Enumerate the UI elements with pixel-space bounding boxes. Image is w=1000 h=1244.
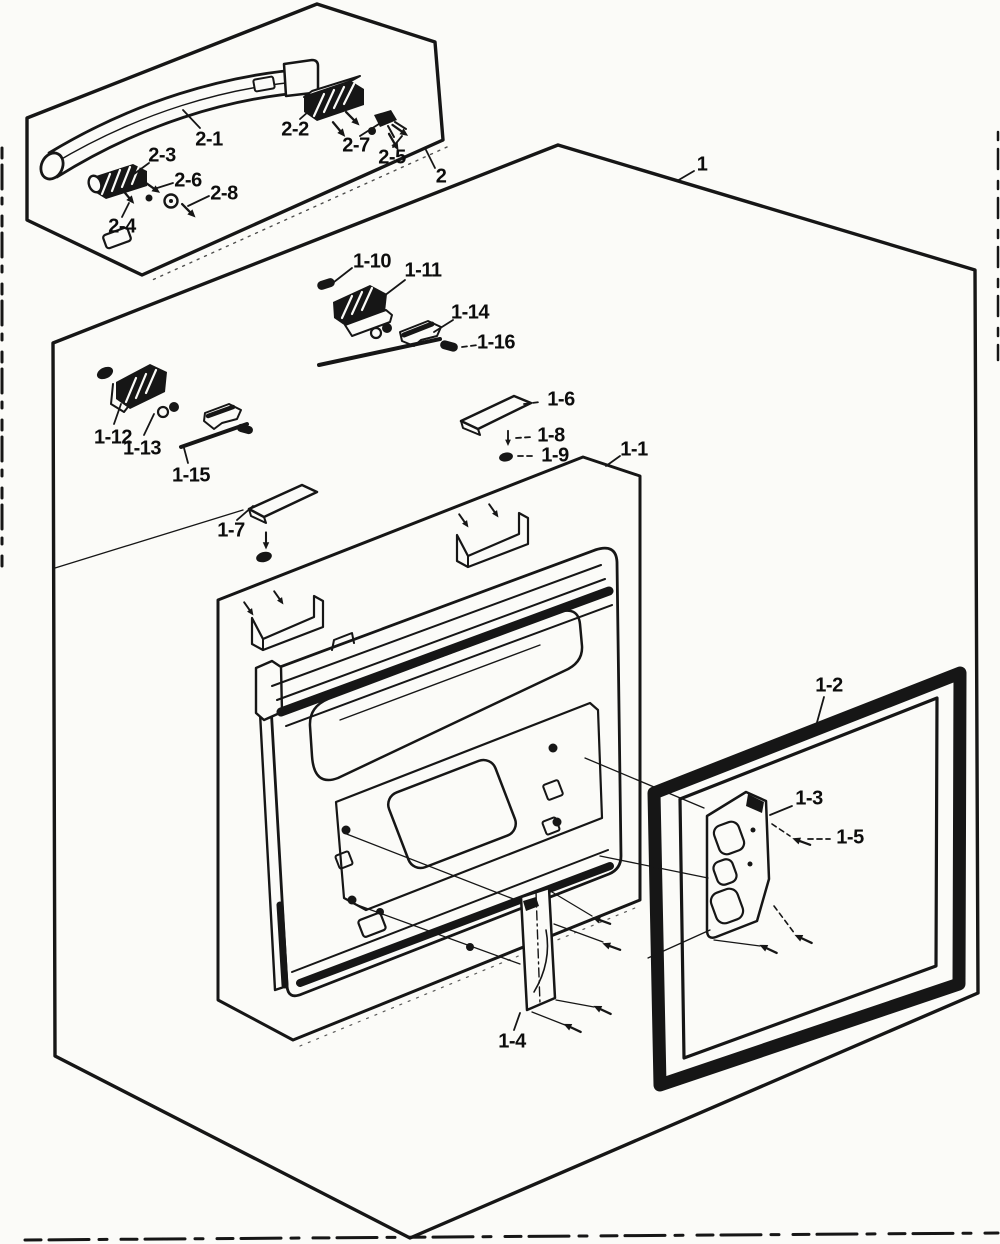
part-label-1-14: 1-14: [450, 301, 490, 324]
latch-assembly-top: [315, 276, 460, 367]
part-label-1-9: 1-9: [541, 444, 569, 467]
part-label-1-1: 1-1: [620, 438, 648, 461]
part-label-1: 1: [696, 153, 708, 176]
part-label-1-3: 1-3: [795, 787, 823, 810]
cover-plate-left: [54, 483, 319, 569]
projection-lines: [343, 757, 711, 1026]
door-assembly-enclosure-box: [51, 143, 980, 1240]
handle-bracket-right: [303, 75, 376, 141]
part-label-2-4: 2-4: [108, 215, 136, 238]
part-label-1-5: 1-5: [836, 826, 864, 849]
handle-bracket-left: [87, 162, 200, 222]
part-label-1-6: 1-6: [547, 388, 575, 411]
handle-assembly-panel: [25, 2, 448, 282]
part-label-1-12: 1-12: [93, 426, 133, 449]
part-label-2: 2: [435, 165, 447, 188]
label-leaders: [113, 103, 831, 1031]
handle-bar: [39, 58, 320, 250]
part-label-2-5: 2-5: [378, 146, 406, 169]
door-gasket: [647, 666, 967, 1092]
part-label-2-6: 2-6: [174, 169, 202, 192]
part-label-1-8: 1-8: [537, 424, 565, 447]
hinge-bracket: [705, 790, 815, 958]
part-label-1-7: 1-7: [217, 519, 245, 542]
latch-assembly-left: [96, 364, 255, 449]
part-label-1-10: 1-10: [352, 250, 392, 273]
part-label-1-16: 1-16: [476, 331, 516, 354]
freezer-door-panel: [254, 546, 623, 998]
inner-door-panel: [216, 455, 642, 1047]
part-label-1-13: 1-13: [122, 437, 162, 460]
door-mounting-brackets: [240, 501, 530, 652]
part-label-1-11: 1-11: [404, 259, 442, 282]
cover-plate-right: [459, 394, 533, 462]
part-label-1-2: 1-2: [815, 674, 843, 697]
part-label-2-7: 2-7: [342, 134, 370, 157]
part-label-2-3: 2-3: [148, 144, 176, 167]
part-label-2-1: 2-1: [195, 128, 223, 151]
part-label-1-15: 1-15: [171, 464, 211, 487]
part-label-1-4: 1-4: [498, 1030, 526, 1053]
part-label-2-2: 2-2: [281, 118, 309, 141]
lower-bracket: [519, 886, 623, 1037]
part-label-2-8: 2-8: [210, 182, 238, 205]
scan-artifacts: [0, 130, 1000, 1242]
